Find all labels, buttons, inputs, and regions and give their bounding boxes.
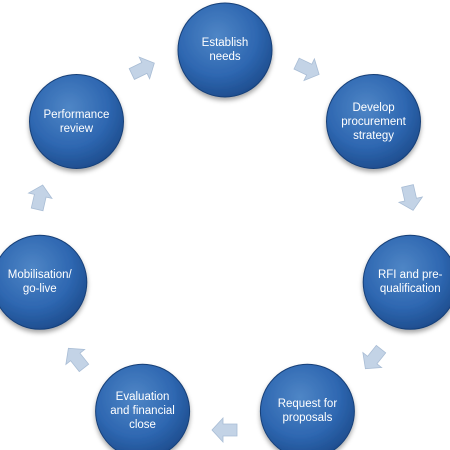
cycle-arrow-icon	[293, 57, 320, 82]
cycle-arrow-icon	[27, 184, 53, 212]
cycle-node-mobilisation-go-live	[0, 234, 88, 330]
cycle-node-rfi-and-pre-qualification	[362, 234, 450, 330]
cycle-node-performance-review	[29, 74, 124, 169]
cycle-node-establish-needs	[177, 2, 273, 98]
cycle-node-develop-procurement-strategy	[326, 74, 421, 169]
cycle-arrow-icon	[128, 56, 155, 80]
cycle-arrow-icon	[397, 184, 424, 211]
cycle-node-evaluation-and-financial-close	[95, 363, 191, 450]
cycle-arrow-icon	[362, 344, 387, 370]
cycle-arrow-icon	[65, 347, 90, 373]
cycle-arrow-icon	[211, 416, 238, 444]
arrows-layer	[27, 56, 424, 444]
cycle-node-request-for-proposals	[259, 363, 355, 450]
